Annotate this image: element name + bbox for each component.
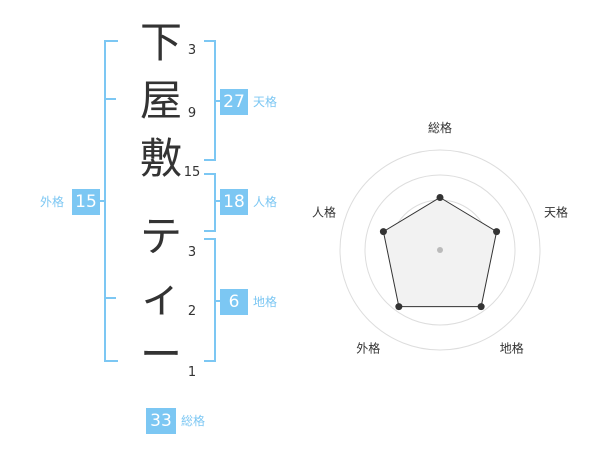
radar-center-point (437, 247, 443, 253)
stroke-count-2: 9 (187, 106, 197, 121)
name-char-1: 下 (139, 18, 182, 67)
radar-axis-label-4: 外格 (356, 341, 380, 356)
radar-point-1 (436, 194, 444, 201)
radar-point-5 (379, 228, 387, 236)
radar-grid-ring (364, 174, 516, 326)
gaikaku-bracket (104, 40, 118, 362)
tenkaku-label: 天格 (253, 95, 278, 109)
chikaku-badge: 6 (220, 289, 248, 315)
soukaku-label: 総格 (181, 414, 206, 428)
name-char-2: 屋 (139, 76, 182, 125)
gaikaku-label: 外格 (40, 195, 65, 209)
radar-axis-label-5: 人格 (312, 204, 336, 219)
radar-points (379, 194, 501, 311)
jinkaku-label: 人格 (253, 195, 278, 209)
name-char-4: テ (139, 212, 182, 261)
stroke-count-5: 2 (187, 304, 197, 319)
soukaku-badge: 33 (146, 408, 176, 434)
bracket-connector (214, 300, 220, 302)
chikaku-label: 地格 (253, 295, 278, 309)
radar-point-4 (395, 303, 403, 311)
jinkaku-badge: 18 (220, 189, 248, 215)
name-char-5: ィ (139, 272, 182, 321)
bracket-connector (214, 200, 220, 202)
radar-axis-label-3: 地格 (500, 341, 524, 356)
name-char-3: 敷 (139, 134, 182, 183)
name-char-6: ー (139, 330, 182, 379)
tenkaku-badge: 27 (220, 89, 248, 115)
stroke-count-4: 3 (187, 245, 197, 260)
bracket-connector (214, 100, 220, 102)
bracket-tick (104, 98, 116, 100)
radar-point-3 (477, 303, 485, 311)
stroke-count-1: 3 (187, 43, 197, 58)
radar-axis-label-1: 総格 (428, 120, 452, 135)
bracket-tick (104, 297, 116, 299)
stroke-count-3: 15 (183, 165, 201, 180)
radar-grid-ring (339, 149, 541, 351)
radar-axis-label-2: 天格 (544, 204, 568, 219)
jinkaku-bracket (204, 173, 216, 232)
stroke-count-6: 1 (187, 365, 197, 380)
gaikaku-badge: 15 (72, 189, 100, 215)
radar-point-2 (493, 228, 501, 236)
